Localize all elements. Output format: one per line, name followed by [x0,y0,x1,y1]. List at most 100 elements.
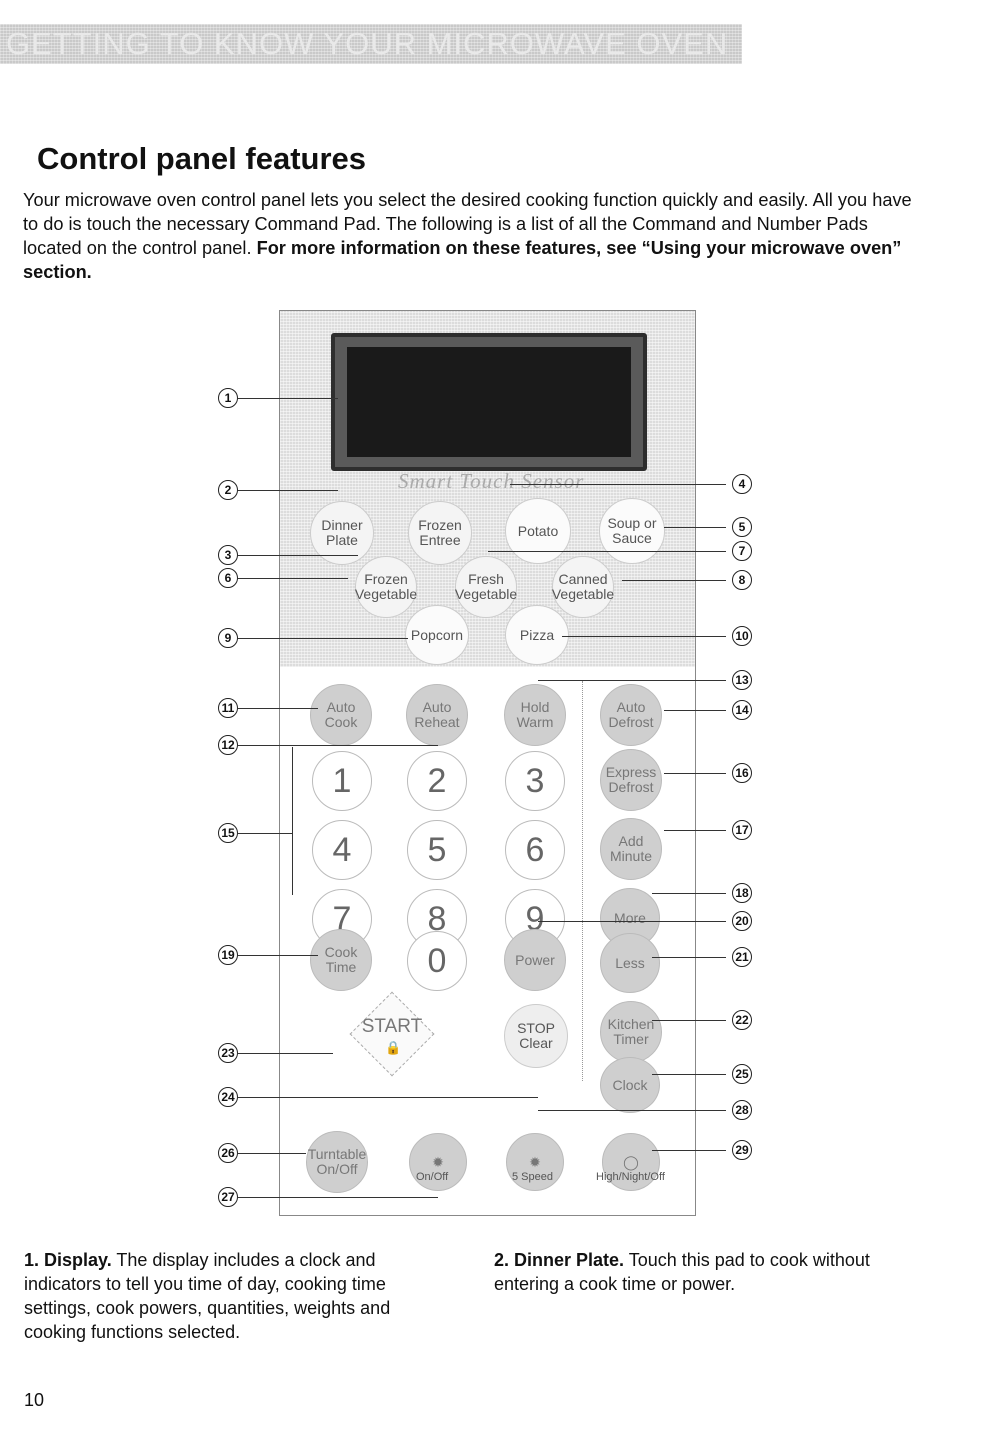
soup-sauce-pad[interactable]: Soup or Sauce [599,498,665,564]
kitchen-timer-pad[interactable]: Kitchen Timer [600,1001,662,1063]
number-pad-3[interactable]: 3 [505,751,565,811]
callout-6: 6 [218,568,238,588]
description-dinner-plate: 2. Dinner Plate. Touch this pad to cook … [494,1248,914,1296]
leader-line-24 [238,1097,538,1098]
callout-19: 19 [218,945,238,965]
callout-15: 15 [218,823,238,843]
smart-touch-sensor-label: Smart Touch Sensor [398,469,585,493]
leader-line-23 [238,1053,333,1054]
frozen-entree-pad[interactable]: Frozen Entree [408,501,472,565]
fan-pad[interactable]: ✹ [409,1133,467,1191]
callout-8: 8 [732,570,752,590]
leader-line-11 [238,708,318,709]
leader-line-21 [652,957,726,958]
leader-line-20 [538,921,726,922]
intro-bold: For more information on these features, … [23,238,902,282]
auto-reheat-pad[interactable]: Auto Reheat [406,684,468,746]
number-pad-5[interactable]: 5 [407,820,467,880]
leader-bracket-15 [292,747,293,895]
page-title: Control panel features [37,141,366,176]
callout-14: 14 [732,700,752,720]
stop-clear-pad[interactable]: STOP Clear [504,1004,568,1068]
description-dinner-plate-term: 2. Dinner Plate. [494,1250,625,1270]
fan-icon: ✹ [432,1153,444,1170]
leader-line-6 [238,578,348,579]
leader-line-5 [664,527,726,528]
callout-5: 5 [732,517,752,537]
less-pad[interactable]: Less [600,933,660,993]
leader-line-12 [238,745,438,746]
leader-line-26 [238,1153,306,1154]
callout-1: 1 [218,388,238,408]
pizza-pad[interactable]: Pizza [505,605,569,665]
callout-22: 22 [732,1010,752,1030]
auto-defrost-pad[interactable]: Auto Defrost [600,684,662,746]
leader-line-9 [238,638,408,639]
callout-7: 7 [732,541,752,561]
description-dinner-plate-text: Touch this pad to cook without entering … [494,1250,870,1294]
leader-line-2 [238,490,338,491]
fresh-vegetable-pad[interactable]: Fresh Vegetable [455,556,517,618]
description-display-term: 1. Display. [24,1250,112,1270]
fan-speed-caption: 5 Speed [512,1171,553,1183]
fan-speed-pad[interactable]: ✹ [506,1133,564,1191]
cook-time-pad[interactable]: Cook Time [310,929,372,991]
section-banner: GETTING TO KNOW YOUR MICROWAVE OVEN [0,24,742,64]
leader-line-25 [652,1074,726,1075]
callout-13: 13 [732,670,752,690]
description-display: 1. Display. The display includes a clock… [24,1248,454,1344]
callout-18: 18 [732,883,752,903]
potato-pad[interactable]: Potato [505,498,571,564]
popcorn-pad[interactable]: Popcorn [405,605,469,665]
callout-29: 29 [732,1140,752,1160]
callout-21: 21 [732,947,752,967]
callout-20: 20 [732,911,752,931]
leader-line-17 [664,830,726,831]
leader-line-15 [238,833,293,834]
light-caption: High/Night/Off [596,1171,665,1183]
display-window [347,347,631,457]
light-pad[interactable]: ◯ [602,1133,660,1191]
start-pad[interactable]: START 🔒 [349,991,435,1077]
canned-vegetable-pad[interactable]: Canned Vegetable [552,556,614,618]
power-pad[interactable]: Power [504,929,566,991]
callout-24: 24 [218,1087,238,1107]
display-screen [331,333,647,471]
leader-line-27 [238,1197,438,1198]
callout-17: 17 [732,820,752,840]
express-defrost-pad[interactable]: Express Defrost [600,749,662,811]
light-bulb-icon: ◯ [623,1153,639,1170]
auto-cook-pad[interactable]: Auto Cook [310,684,372,746]
page-number: 10 [24,1390,45,1410]
hold-warm-pad[interactable]: Hold Warm [504,684,566,746]
number-pad-0[interactable]: 0 [407,931,467,991]
leader-line-14 [664,710,726,711]
number-pad-2[interactable]: 2 [407,751,467,811]
callout-11: 11 [218,698,238,718]
callout-12: 12 [218,735,238,755]
control-panel-diagram: Smart Touch Sensor Dinner Plate Frozen E… [279,310,696,1216]
callout-23: 23 [218,1043,238,1063]
callout-28: 28 [732,1100,752,1120]
description-display-text: The display includes a clock and indicat… [24,1250,391,1342]
number-pad-6[interactable]: 6 [505,820,565,880]
leader-line-13 [538,680,726,681]
callout-3: 3 [218,545,238,565]
callout-9: 9 [218,628,238,648]
number-pad-1[interactable]: 1 [312,751,372,811]
panel-upper-area: Smart Touch Sensor Dinner Plate Frozen E… [280,311,695,667]
leader-line-1 [238,398,338,399]
intro-paragraph: Your microwave oven control panel lets y… [23,188,923,284]
leader-line-4 [510,484,726,485]
banner-text: GETTING TO KNOW YOUR MICROWAVE OVEN [6,26,729,61]
leader-line-28 [538,1110,726,1111]
fan-onoff-caption: On/Off [416,1171,449,1183]
add-minute-pad[interactable]: Add Minute [600,818,662,880]
clock-pad[interactable]: Clock [600,1057,660,1113]
turntable-pad[interactable]: Turntable On/Off [306,1131,368,1193]
dinner-plate-pad[interactable]: Dinner Plate [310,501,374,565]
number-pad-4[interactable]: 4 [312,820,372,880]
frozen-vegetable-pad[interactable]: Frozen Vegetable [355,556,417,618]
intro-text: Your microwave oven control panel lets y… [23,190,912,258]
callout-26: 26 [218,1143,238,1163]
